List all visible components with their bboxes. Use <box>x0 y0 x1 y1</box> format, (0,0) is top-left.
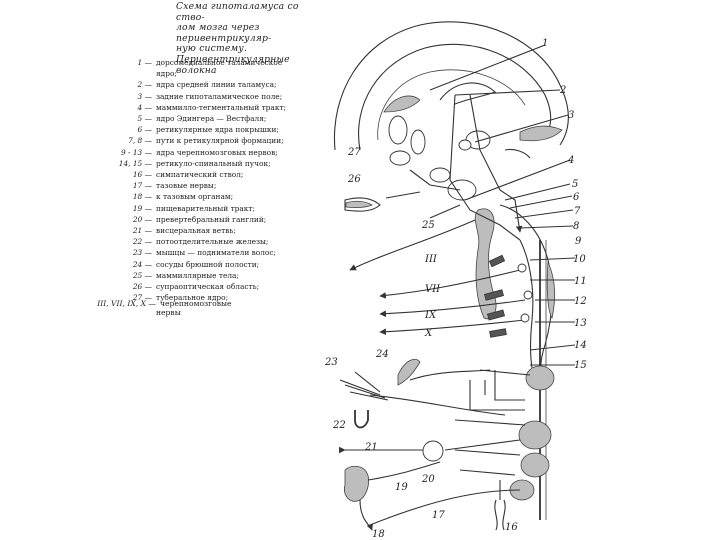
label-10: 10 <box>573 254 586 265</box>
nerve-bundles <box>485 255 532 337</box>
label-8: 8 <box>573 221 579 232</box>
label-23: 23 <box>324 357 338 368</box>
label-7: 7 <box>574 206 581 217</box>
label-16: 16 <box>505 522 518 533</box>
label-4: 4 <box>567 155 574 166</box>
label-18: 18 <box>372 529 385 540</box>
label-9: 9 <box>575 236 582 247</box>
label-21: 21 <box>364 442 378 453</box>
label-24: 24 <box>375 349 389 360</box>
label-nerve-x: X <box>424 328 433 339</box>
label-nerve-vii: VII <box>425 284 441 295</box>
label-20: 20 <box>421 474 435 485</box>
label-nerve-ix: IX <box>424 310 437 321</box>
label-1: 1 <box>542 38 548 49</box>
pathways <box>350 45 575 365</box>
label-11: 11 <box>574 276 587 287</box>
label-6: 6 <box>573 192 580 203</box>
label-25: 25 <box>421 220 435 231</box>
label-12: 12 <box>574 296 587 307</box>
label-19: 19 <box>395 482 408 493</box>
label-13: 13 <box>574 318 587 329</box>
label-15: 15 <box>574 360 587 371</box>
label-14: 14 <box>574 340 587 351</box>
label-5: 5 <box>572 179 578 190</box>
label-17: 17 <box>432 510 445 521</box>
label-2: 2 <box>559 85 566 96</box>
label-nerve-iii: III <box>424 254 438 265</box>
label-3: 3 <box>568 110 574 121</box>
label-26: 26 <box>347 174 361 185</box>
label-22: 22 <box>332 420 346 431</box>
label-27: 27 <box>347 147 361 158</box>
